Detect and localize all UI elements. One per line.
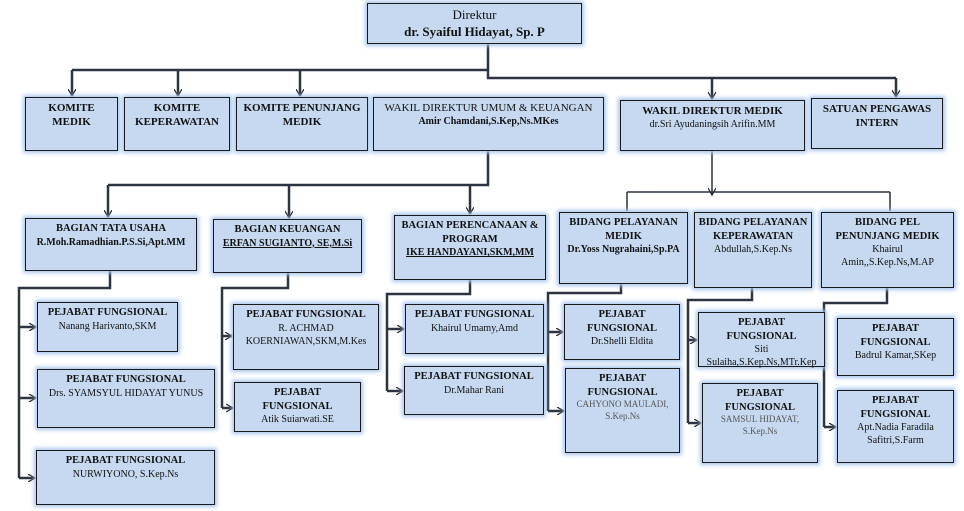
box-person-name: Abdullah,S.Kep.Ns xyxy=(713,244,793,256)
box-person-name: Dr.Shelli Eldita xyxy=(590,336,654,348)
box-title: PEJABAT FUNGSIONAL xyxy=(414,309,535,320)
box-title: SATUAN PENGAWAS INTERN xyxy=(822,103,932,130)
box-title: PEJABAT FUNGSIONAL xyxy=(726,317,797,342)
box-title: BIDANG PEL PENUNJANG MEDIK xyxy=(835,217,940,242)
box-person-name: Apt.Nadia Faradila Safitri,S.Farm xyxy=(857,422,934,447)
box-person-name: dr. Syaiful Hidayat, Sp. P xyxy=(404,23,545,39)
box-person-name: SAMSUL HIDAYAT, S.Kep.Ns xyxy=(720,414,800,436)
box-satuan-pengawas-intern: SATUAN PENGAWAS INTERN xyxy=(811,98,943,149)
box-person-name: Atik Suiarwati.SE xyxy=(261,414,334,426)
box-title: KOMITE MEDIK xyxy=(48,102,95,129)
box-pf-khairul-umamy: PEJABAT FUNGSIONAL Khairul Umamy,Amd xyxy=(405,304,544,354)
box-person-name: Dr.Yoss Nugrahaini,Sp.PA xyxy=(567,244,680,256)
box-wakil-direktur-umum: WAKIL DIREKTUR UMUM & KEUANGAN Amir Chamd… xyxy=(373,97,604,151)
box-person-name: R.Moh.Ramadhian.P.S.Si,Apt.MM xyxy=(36,236,186,248)
box-title: BIDANG PELAYANAN MEDIK xyxy=(569,217,678,242)
box-title: PEJABAT FUNGSIONAL xyxy=(65,455,186,466)
box-title: PEJABAT FUNGSIONAL xyxy=(262,387,333,412)
box-komite-medik: KOMITE MEDIK xyxy=(25,97,118,151)
box-person-name: Khairul Umamy,Amd xyxy=(430,322,519,334)
box-pf-achmad: PEJABAT FUNGSIONAL R. ACHMAD KOERNIAWAN,S… xyxy=(233,304,379,370)
box-pf-syamsyul: PEJABAT FUNGSIONAL Drs. SYAMSYUL HIDAYAT … xyxy=(37,369,215,428)
box-wakil-direktur-medik: WAKIL DIREKTUR MEDIK dr.Sri Ayudaningsih … xyxy=(620,100,805,151)
box-title: BAGIAN PERENCANAAN & PROGRAM xyxy=(401,220,539,245)
box-bagian-tata-usaha: BAGIAN TATA USAHA R.Moh.Ramadhian.P.S.Si,… xyxy=(25,218,197,271)
box-pf-mahar: PEJABAT FUNGSIONAL Dr.Mahar Rani xyxy=(404,366,544,415)
box-title: PEJABAT FUNGSIONAL xyxy=(47,307,168,318)
box-pf-shelli: PEJABAT FUNGSIONAL Dr.Shelli Eldita xyxy=(564,304,680,360)
box-person-name: IKE HANDAYANI,SKM,MM xyxy=(406,247,534,259)
box-title: WAKIL DIREKTUR MEDIK xyxy=(642,105,783,117)
box-person-name: Khairul Amin,,S.Kep.Ns,M.AP xyxy=(841,244,934,269)
box-pf-atik: PEJABAT FUNGSIONAL Atik Suiarwati.SE xyxy=(234,382,361,432)
box-person-name: Dr.Mahar Rani xyxy=(444,384,504,396)
box-person-name: Siti Sulaiha,S.Kep.Ns,MTr.Kep xyxy=(706,344,817,369)
box-person-name: Badrul Kamar,SKep xyxy=(854,350,937,362)
box-person-name: Nanang Harivanto,SKM xyxy=(58,320,157,332)
box-person-name: Drs. SYAMSYUL HIDAYAT YUNUS xyxy=(48,387,204,399)
box-komite-keperawatan: KOMITE KEPERAWATAN xyxy=(124,97,230,151)
box-pf-nurwiyono: PEJABAT FUNGSIONAL NURWIYONO, S.Kep.Ns xyxy=(36,450,215,505)
box-title: KOMITE PENUNJANG MEDIK xyxy=(243,102,361,129)
box-person-name: CAHYONO MAULADI, S.Kep.Ns xyxy=(576,399,669,421)
box-title: BAGIAN KEUANGAN xyxy=(234,224,341,235)
box-bagian-keuangan: BAGIAN KEUANGAN ERFAN SUGIANTO, SE,M.Si xyxy=(213,219,362,273)
connector-direktur xyxy=(72,44,896,80)
box-title: PEJABAT FUNGSIONAL xyxy=(724,388,795,413)
box-person-name: R. ACHMAD KOERNIAWAN,SKM,M.Kes xyxy=(245,322,367,347)
box-title: KOMITE KEPERAWATAN xyxy=(135,102,219,129)
box-title: PEJABAT FUNGSIONAL xyxy=(860,323,931,348)
box-title: PEJABAT FUNGSIONAL xyxy=(860,395,931,420)
box-title: Direktur xyxy=(452,7,497,22)
box-person-name: ERFAN SUGIANTO, SE,M.Si xyxy=(222,237,353,249)
box-bidang-pelayanan-medik: BIDANG PELAYANAN MEDIK Dr.Yoss Nugrahaini… xyxy=(559,212,688,284)
box-pf-nanang: PEJABAT FUNGSIONAL Nanang Harivanto,SKM xyxy=(37,302,178,352)
box-title: PEJABAT FUNGSIONAL xyxy=(66,374,186,385)
box-title: BIDANG PELAYANAN KEPERAWATAN xyxy=(698,217,808,242)
box-title: BAGIAN TATA USAHA xyxy=(55,223,167,234)
box-title: PEJABAT FUNGSIONAL xyxy=(586,309,657,334)
box-bidang-pelayanan-keperawatan: BIDANG PELAYANAN KEPERAWATAN Abdullah,S.K… xyxy=(694,212,812,288)
box-title: PEJABAT FUNGSIONAL xyxy=(246,309,366,320)
box-komite-penunjang-medik: KOMITE PENUNJANG MEDIK xyxy=(236,97,368,151)
box-pf-badrul: PEJABAT FUNGSIONAL Badrul Kamar,SKep xyxy=(837,318,954,376)
box-title: PEJABAT FUNGSIONAL xyxy=(587,373,658,398)
box-person-name: NURWIYONO, S.Kep.Ns xyxy=(72,468,179,480)
box-title: WAKIL DIREKTUR UMUM & KEUANGAN xyxy=(384,102,593,114)
box-person-name: Amir Chamdani,S.Kep,Ns.MKes xyxy=(418,116,559,128)
box-bagian-perencanaan: BAGIAN PERENCANAAN & PROGRAM IKE HANDAYAN… xyxy=(394,215,546,280)
box-title: PEJABAT FUNGSIONAL xyxy=(414,371,534,382)
box-person-name: dr.Sri Ayudaningsih Arifin.MM xyxy=(649,119,776,131)
